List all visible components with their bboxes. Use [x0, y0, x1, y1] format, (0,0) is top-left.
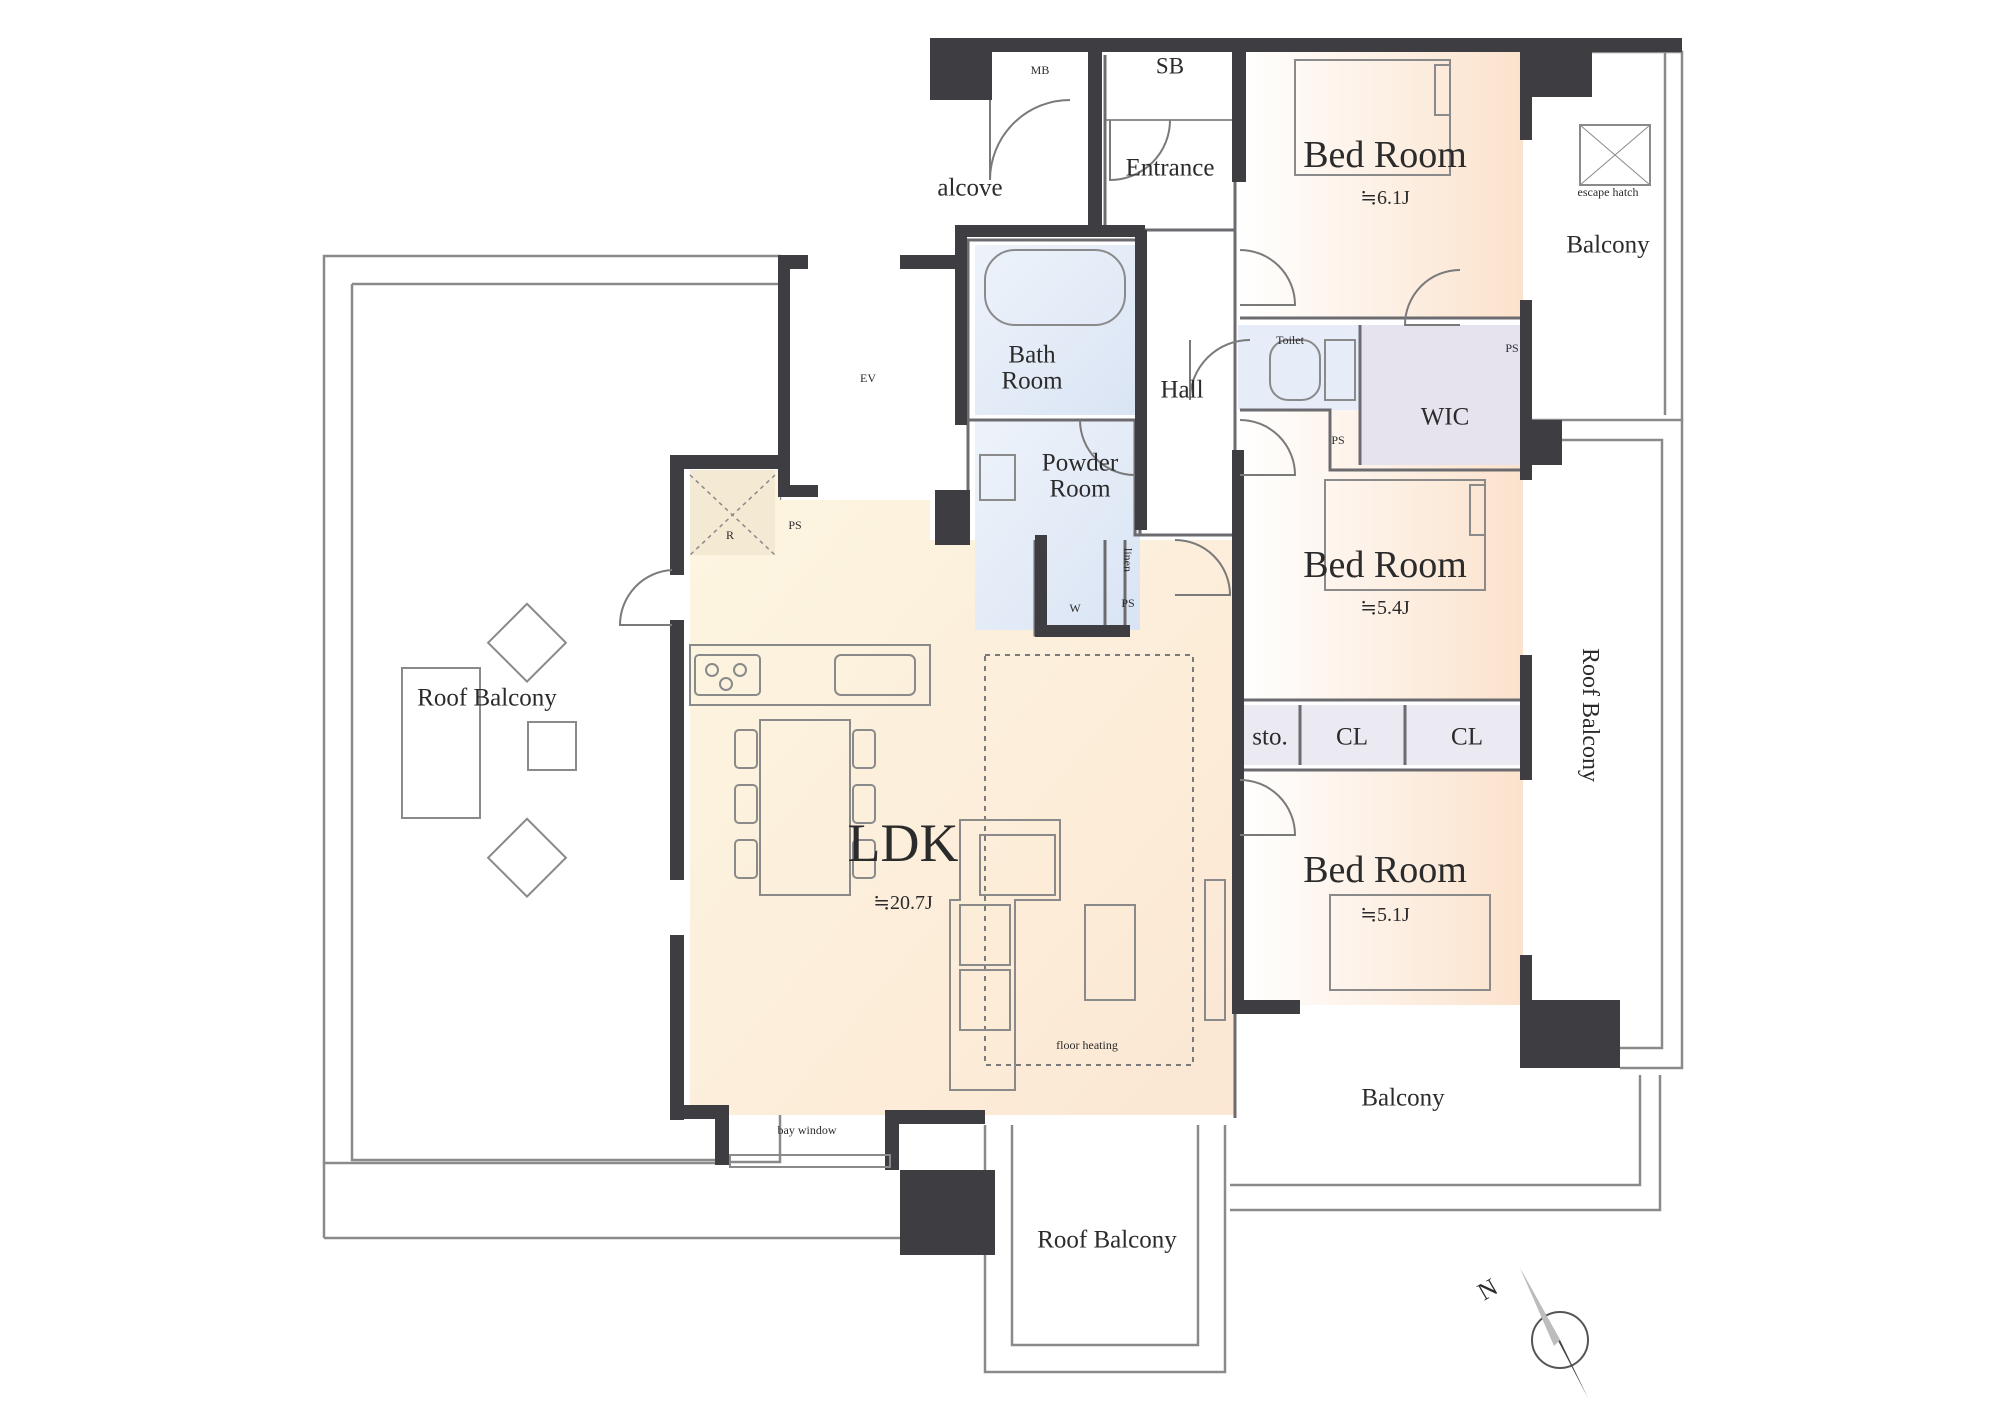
- sb-label: SB: [1155, 53, 1185, 79]
- cl-label-2: CL: [1451, 723, 1483, 751]
- entrance-label: Entrance: [1125, 154, 1215, 182]
- balcony-south-label: Balcony: [1361, 1084, 1445, 1112]
- balcony-north-label: Balcony: [1566, 231, 1650, 259]
- toilet-floor: [1238, 325, 1373, 410]
- ldk-name: LDK: [847, 813, 959, 873]
- bath-floor: [975, 245, 1140, 415]
- bedroom-1-area: ≒6.1J: [1360, 187, 1410, 209]
- floor-heating-zone: [984, 654, 1194, 1066]
- bedroom-1-floor: [1238, 52, 1523, 317]
- roof-balcony-east-label: Roof Balcony: [1577, 648, 1603, 782]
- wic-label: WIC: [1420, 403, 1470, 431]
- bedroom-3-area: ≒5.1J: [1360, 904, 1410, 926]
- roof-balcony-south-label: Roof Balcony: [1037, 1226, 1177, 1254]
- ps-label-4: PS: [1121, 596, 1135, 610]
- bath-label-1: Bath: [1008, 341, 1056, 369]
- ldk-floor: [690, 470, 1235, 1115]
- bedroom-2-area: ≒5.4J: [1360, 597, 1410, 619]
- bath-label-2: Room: [1001, 367, 1063, 395]
- compass-icon: [1520, 1268, 1589, 1398]
- bay-window-label: bay window: [777, 1123, 837, 1137]
- bedroom-1-name: Bed Room: [1303, 134, 1467, 176]
- sofa: [949, 819, 1061, 1091]
- powder-label-1: Powder: [1041, 449, 1119, 477]
- linen-label: linen: [1121, 548, 1135, 572]
- sto-label: sto.: [1252, 723, 1288, 751]
- ps-label-3: PS: [788, 518, 802, 532]
- wic-floor: [1360, 325, 1520, 465]
- toilet-label: Toilet: [1276, 333, 1304, 347]
- bedroom-3-floor: [1238, 770, 1523, 1005]
- coffee-table: [1084, 904, 1136, 1001]
- roof-balcony-east: [1530, 418, 1684, 1070]
- mb-label: MB: [1030, 63, 1050, 77]
- door-swings: [618, 99, 1461, 836]
- fixtures: [401, 59, 1651, 1168]
- roof-balcony-west-label: Roof Balcony: [417, 684, 557, 712]
- kitchen-counter: [689, 644, 931, 706]
- ev-label: EV: [860, 371, 876, 385]
- r-label: R: [725, 528, 735, 542]
- ldk-area: ≒20.7J: [873, 892, 933, 914]
- alcove-label: alcove: [937, 174, 1003, 202]
- cl-floor: [1238, 705, 1523, 765]
- bedroom-3-name: Bed Room: [1303, 849, 1467, 891]
- cl-label-1: CL: [1336, 723, 1368, 751]
- w-label: W: [1069, 601, 1081, 615]
- bedroom-2-name: Bed Room: [1303, 544, 1467, 586]
- dining-table: [759, 719, 851, 896]
- balcony-south: [1230, 1075, 1662, 1212]
- ps-label-2: PS: [1331, 433, 1345, 447]
- hall-label: Hall: [1160, 376, 1204, 404]
- bathtub: [984, 249, 1126, 326]
- powder-label-2: Room: [1049, 475, 1111, 503]
- ps-label-1: PS: [1505, 341, 1519, 355]
- walls: [670, 38, 1682, 1255]
- escape-hatch-label: escape hatch: [1577, 185, 1639, 199]
- floor-heating-label: floor heating: [1056, 1038, 1118, 1052]
